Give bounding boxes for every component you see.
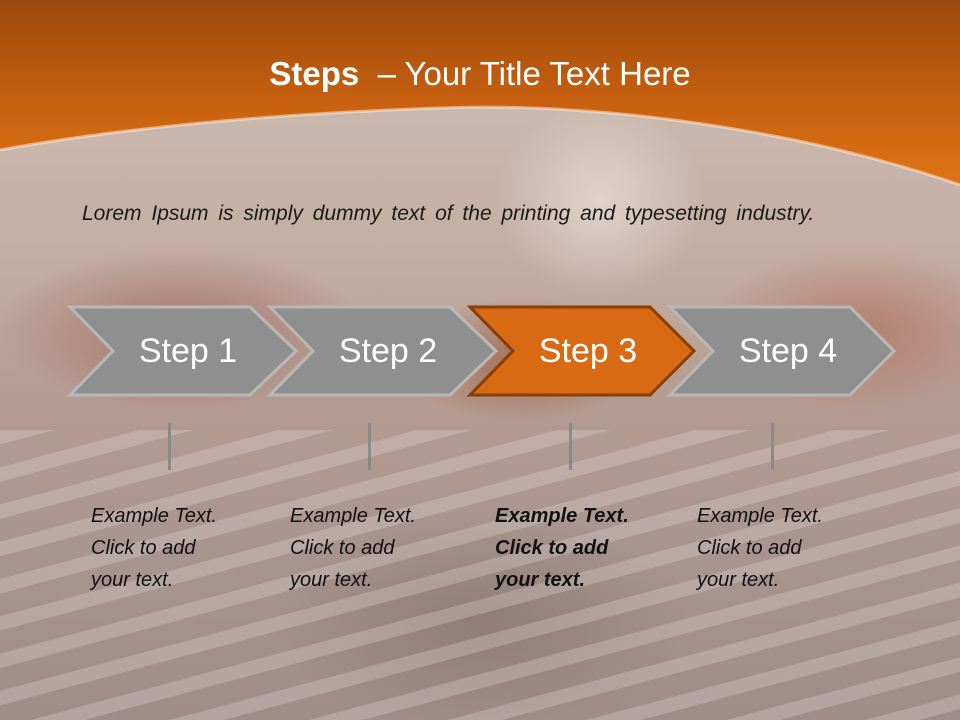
step-label-3: Step 3 [538, 332, 638, 370]
connector-line-1 [168, 423, 171, 470]
step-text-line: your text. [697, 569, 780, 591]
step-text-1[interactable]: Example Text. Click to add your text. [91, 500, 271, 596]
step-label-2: Step 2 [338, 332, 438, 370]
step-text-line: Example Text. [495, 505, 629, 527]
step-text-line: Example Text. [91, 505, 217, 527]
title-rest: – Your Title Text Here [377, 55, 691, 92]
step-text-4[interactable]: Example Text. Click to add your text. [697, 500, 877, 596]
step-text-line: Click to add [697, 537, 802, 559]
step-text-line: Example Text. [290, 505, 416, 527]
intro-text: Lorem Ipsum is simply dummy text of the … [82, 202, 815, 225]
header-band [0, 0, 960, 187]
step-text-line: Example Text. [697, 505, 823, 527]
connector-line-4 [771, 423, 774, 470]
title-strong: Steps [269, 55, 360, 92]
step-text-3[interactable]: Example Text. Click to add your text. [495, 500, 675, 596]
step-text-line: Click to add [290, 537, 395, 559]
step-text-line: your text. [91, 569, 174, 591]
step-text-line: your text. [495, 569, 586, 591]
step-text-line: Click to add [495, 537, 609, 559]
step-label-1: Step 1 [138, 332, 238, 370]
chevron-step-4[interactable] [666, 305, 897, 397]
step-text-line: your text. [290, 569, 373, 591]
chevron-step-1[interactable] [66, 305, 299, 397]
connector-line-2 [368, 423, 371, 470]
crosswalk-stripes [0, 430, 960, 720]
step-label-4: Step 4 [738, 332, 838, 370]
step-text-2[interactable]: Example Text. Click to add your text. [290, 500, 470, 596]
slide-title: Steps – Your Title Text Here [0, 52, 960, 96]
step-text-line: Click to add [91, 537, 196, 559]
connector-line-3 [569, 423, 572, 470]
chevron-step-3[interactable] [466, 305, 697, 397]
chevron-step-2[interactable] [266, 305, 499, 397]
